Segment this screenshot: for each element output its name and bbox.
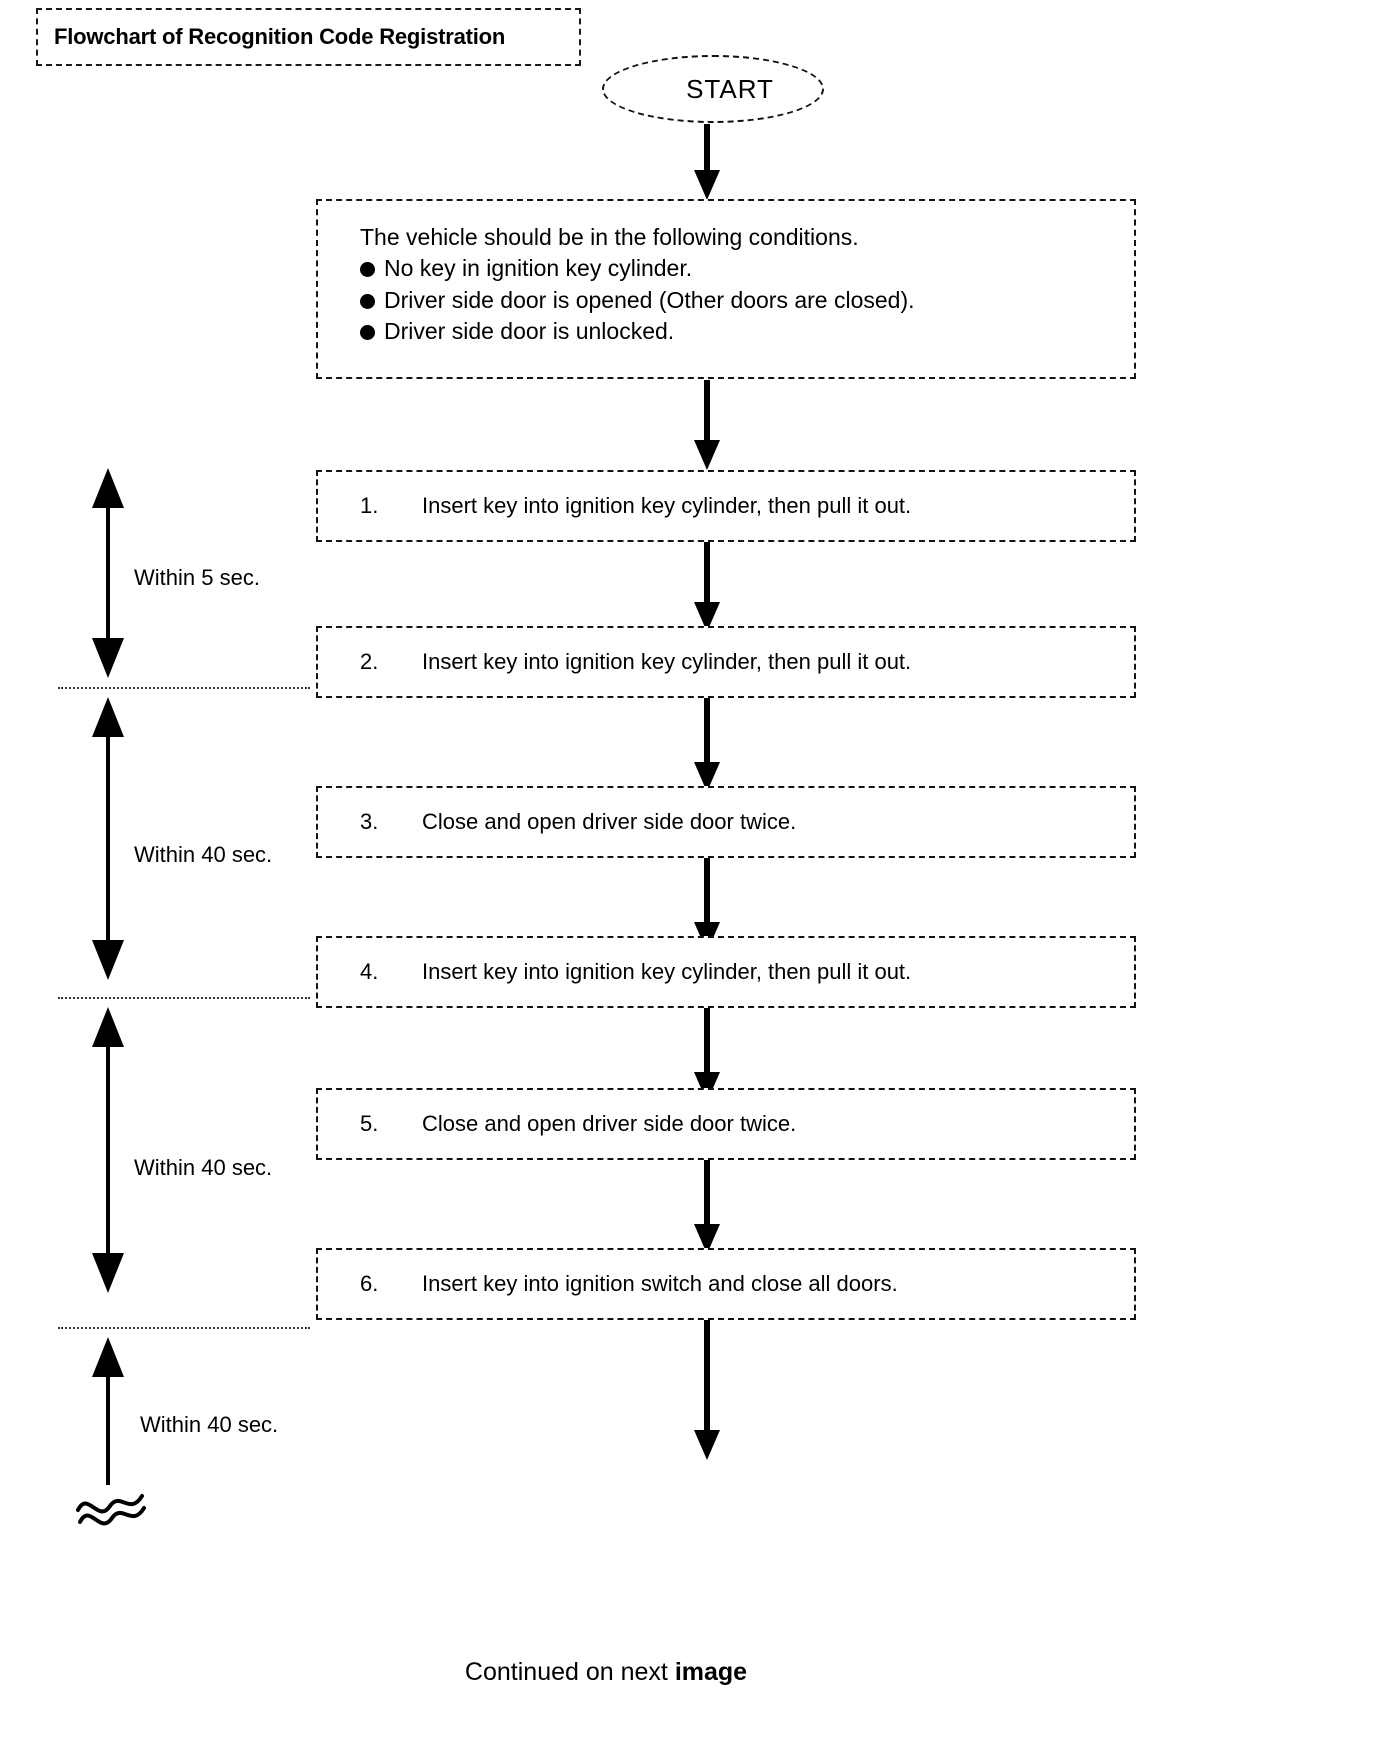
timing-rail-3: [106, 1040, 110, 1258]
step-row-1: 1. Insert key into ignition key cylinder…: [360, 470, 1120, 542]
timing-label-4: Within 40 sec.: [140, 1412, 279, 1437]
bullet-icon: [360, 262, 375, 278]
step-row-5: 5. Close and open driver side door twice…: [360, 1088, 1120, 1160]
continued-emphasis: image: [674, 1658, 748, 1686]
step-text-1: Insert key into ignition key cylinder, t…: [422, 493, 912, 518]
step-box-5: [316, 1088, 1136, 1160]
step-text-6: Insert key into ignition switch and clos…: [422, 1271, 898, 1296]
step-box-3: [316, 786, 1136, 858]
continued-prefix: Continued on next: [464, 1658, 675, 1686]
step-text-5: Close and open driver side door twice.: [422, 1111, 797, 1136]
condition-item-2-label: Driver side door is opened (Other doors …: [384, 286, 915, 313]
start-oval: [602, 55, 824, 123]
start-label: START: [686, 73, 774, 104]
timing-arrowhead-down-3: [92, 1253, 124, 1293]
break-squiggle-icon: [76, 1480, 156, 1535]
timing-separator-1: [58, 687, 310, 689]
timing-label-3: Within 40 sec.: [134, 1155, 273, 1180]
step-box-6: [316, 1248, 1136, 1320]
condition-item-1: No key in ignition key cylinder.: [360, 253, 1120, 284]
flow-arrow-conditions-to-step-1: [694, 380, 720, 472]
step-number-1: 1.: [360, 493, 379, 518]
timing-rail-4: [106, 1370, 110, 1485]
step-box-4: [316, 936, 1136, 1008]
step-number-5: 5.: [360, 1111, 379, 1136]
continued-note: Continued on next image: [0, 1658, 1392, 1687]
condition-item-2: Driver side door is opened (Other doors …: [360, 285, 1120, 316]
step-text-2: Insert key into ignition key cylinder, t…: [422, 649, 912, 674]
step-row-6: 6. Insert key into ignition switch and c…: [360, 1248, 1120, 1320]
flow-arrow-step-1-to-step-2: [694, 542, 720, 634]
title-box: Flowchart of Recognition Code Registrati…: [36, 8, 581, 66]
timing-rail-1: [106, 500, 110, 660]
step-text-3: Close and open driver side door twice.: [422, 809, 797, 834]
timing-label-2: Within 40 sec.: [134, 842, 273, 867]
condition-item-1-label: No key in ignition key cylinder.: [384, 255, 693, 282]
timing-arrowhead-down-2: [92, 940, 124, 980]
flow-arrow-step-5-to-step-6: [694, 1160, 720, 1256]
page-title: Flowchart of Recognition Code Registrati…: [54, 24, 506, 49]
conditions-heading: The vehicle should be in the following c…: [360, 224, 859, 250]
timing-arrowhead-down-1: [92, 638, 124, 678]
condition-item-3: Driver side door is unlocked.: [360, 316, 1120, 347]
flow-arrow-step-2-to-step-3: [694, 698, 720, 794]
step-number-2: 2.: [360, 649, 379, 674]
bullet-icon: [360, 293, 375, 309]
step-number-6: 6.: [360, 1271, 379, 1296]
timing-separator-2: [58, 997, 310, 999]
conditions-text: The vehicle should be in the following c…: [360, 222, 1120, 347]
condition-item-3-label: Driver side door is unlocked.: [384, 317, 675, 344]
timing-separator-3: [58, 1327, 310, 1329]
step-row-4: 4. Insert key into ignition key cylinder…: [360, 936, 1120, 1008]
timing-label-1: Within 5 sec.: [134, 565, 260, 590]
step-box-2: [316, 626, 1136, 698]
step-row-3: 3. Close and open driver side door twice…: [360, 786, 1120, 858]
step-text-4: Insert key into ignition key cylinder, t…: [422, 959, 912, 984]
timing-rail-2: [106, 730, 110, 945]
step-number-4: 4.: [360, 959, 379, 984]
bullet-icon: [360, 324, 375, 340]
flow-arrow-start-to-conditions: [694, 124, 720, 200]
conditions-box: [316, 199, 1136, 379]
step-number-3: 3.: [360, 809, 379, 834]
step-box-1: [316, 470, 1136, 542]
flow-arrow-step-6-to-continued: [694, 1320, 720, 1460]
step-row-2: 2. Insert key into ignition key cylinder…: [360, 626, 1120, 698]
